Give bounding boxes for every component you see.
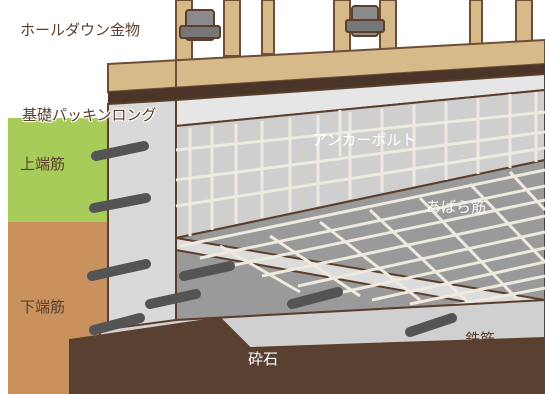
hold-down-hardware (179, 5, 385, 41)
label-hold-down: ホールダウン金物 (20, 21, 141, 39)
label-gravel: 砕石 (248, 350, 279, 368)
label-rebar: 鉄筋 (465, 330, 496, 348)
inner-wall (175, 88, 545, 240)
slab-rebar-grid (179, 168, 545, 308)
label-packing: 基礎パッキンロング (22, 106, 157, 124)
gravel-layer (69, 316, 545, 394)
label-stirrup: あばら筋 (426, 198, 487, 216)
label-bottom-rebar: 下端筋 (20, 298, 66, 316)
label-anchor-bolt: アンカーボルト (312, 131, 417, 149)
sill-plate (107, 38, 545, 94)
packing-strip (108, 64, 545, 104)
label-top-rebar: 上端筋 (20, 155, 66, 173)
wall-studs (175, 0, 533, 61)
inner-wall-horizontal-bars (175, 110, 545, 208)
foundation-top (175, 72, 545, 128)
footing-rebars (287, 287, 457, 337)
wall-rebars (87, 141, 235, 335)
